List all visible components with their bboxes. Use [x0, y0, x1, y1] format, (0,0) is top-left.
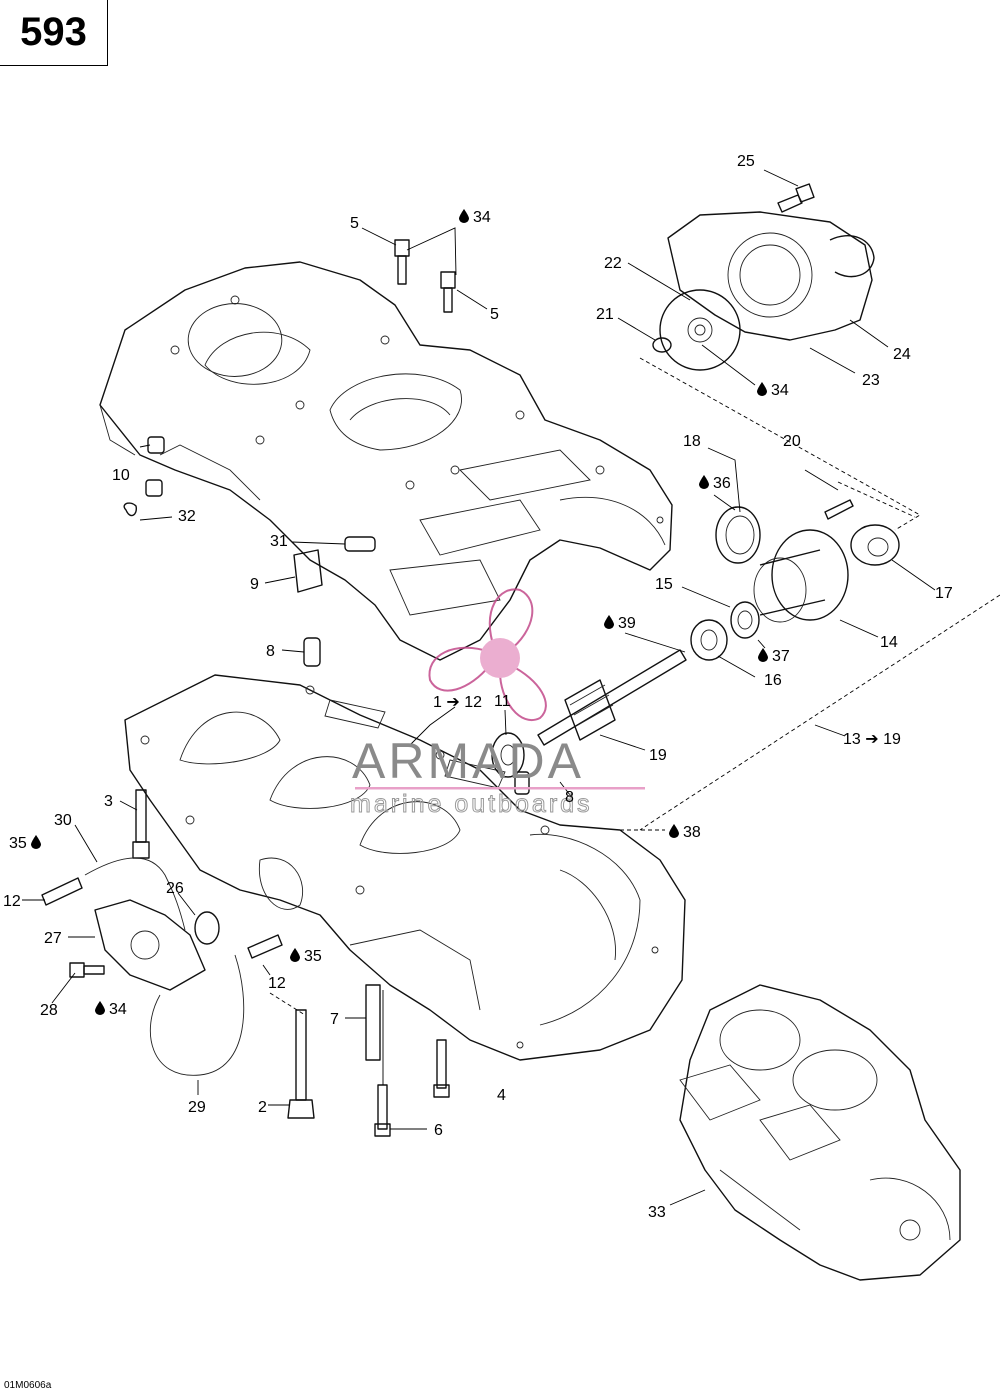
callout-5: 5: [490, 306, 499, 323]
callout-18: 18: [683, 433, 701, 450]
callout-12: 12: [3, 893, 21, 910]
callout-labels: 25 34 5 22 5 21 24 23 34 18 20 10 36 32 …: [3, 153, 953, 1221]
lubricant-drop-icon: [699, 475, 709, 489]
callout-21: 21: [596, 306, 614, 323]
callout-31: 31: [270, 533, 288, 550]
callout-7: 7: [330, 1011, 339, 1028]
callout-25: 25: [737, 153, 755, 170]
watermark-title: ARMADA: [352, 733, 584, 789]
lubricant-drop-icon: [758, 648, 768, 662]
callout-16: 16: [764, 672, 782, 689]
callout-3: 3: [104, 793, 113, 810]
callout-34: 34: [771, 382, 789, 399]
callout-11: 11: [494, 693, 511, 710]
callout-35: 35: [304, 948, 322, 965]
callout-14: 14: [880, 634, 898, 651]
water-pump-housing: [652, 183, 875, 371]
callout-36: 36: [713, 475, 731, 492]
upper-crankcase: [99, 261, 673, 661]
callout-19: 19: [649, 747, 667, 764]
callout-38: 38: [683, 824, 701, 841]
fasteners-and-small-parts: [41, 239, 530, 1137]
callout-8: 8: [565, 789, 574, 806]
callout-39: 39: [618, 615, 636, 632]
lubricant-drop-icon: [669, 824, 679, 838]
callout-9: 9: [250, 576, 259, 593]
leader-lines: [22, 169, 1000, 1206]
lubricant-drop-icon: [290, 948, 300, 962]
callout-26: 26: [166, 880, 184, 897]
watermark-subtitle: marine outboards: [350, 790, 593, 818]
callout-13-to-19: 13 ➔ 19: [843, 731, 901, 748]
propeller-blade-left: [428, 646, 491, 692]
callout-35: 35: [9, 835, 27, 852]
callout-33: 33: [648, 1204, 666, 1221]
callout-5: 5: [350, 215, 359, 232]
callout-24: 24: [893, 346, 911, 363]
page-number: 593: [0, 0, 108, 66]
callout-23: 23: [862, 372, 880, 389]
callout-22: 22: [604, 255, 622, 272]
lubricant-drop-icon: [757, 382, 767, 396]
callout-20: 20: [783, 433, 801, 450]
propeller-blade-top: [488, 588, 534, 651]
callout-10: 10: [112, 467, 130, 484]
callout-27: 27: [44, 930, 62, 947]
callout-15: 15: [655, 576, 673, 593]
engine-assembly-inset: [679, 984, 961, 1281]
callout-34: 34: [109, 1001, 127, 1018]
lubricant-drop-icon: [95, 1001, 105, 1015]
callout-32: 32: [178, 508, 196, 525]
callout-28: 28: [40, 1002, 58, 1019]
rotary-valve-assembly: [491, 499, 900, 778]
callout-34: 34: [473, 209, 491, 226]
callout-8: 8: [266, 643, 275, 660]
callout-1-to-12: 1 ➔ 12: [433, 694, 482, 711]
callout-30: 30: [54, 812, 72, 829]
propeller-hub: [480, 638, 520, 678]
lubricant-drop-icon: [459, 209, 469, 223]
callout-12: 12: [268, 975, 286, 992]
lubricant-drop-icon: [31, 835, 41, 849]
callout-37: 37: [772, 648, 790, 665]
callout-2: 2: [258, 1099, 267, 1116]
callout-4: 4: [497, 1087, 506, 1104]
reference-code: 01M0606a: [4, 1380, 52, 1391]
watermark-logo: [428, 588, 547, 721]
watermark-underline: [355, 787, 645, 790]
propeller-blade-right: [498, 663, 547, 721]
callout-6: 6: [434, 1122, 443, 1139]
lubricant-drop-icon: [604, 615, 614, 629]
callout-29: 29: [188, 1099, 206, 1116]
callout-17: 17: [935, 585, 953, 602]
